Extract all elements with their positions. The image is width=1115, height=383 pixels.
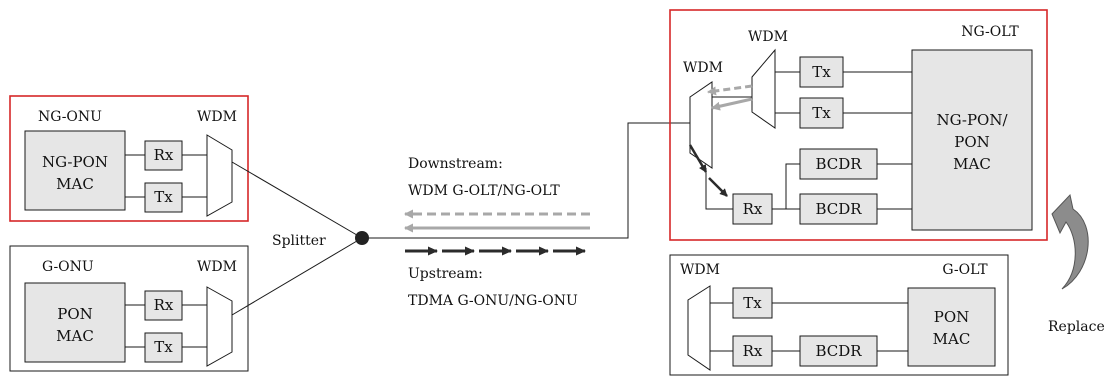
g-olt-mac-label-2: MAC [933,330,971,348]
ng-olt-tx2-block [799,97,844,129]
ng-onu-mac-block [24,130,126,211]
upstream-detail: TDMA G-ONU/NG-ONU [408,293,578,309]
ng-onu-wdm-label: WDM [197,109,237,125]
g-olt-bcdr-label: BCDR [815,342,862,360]
ng-olt-bcdr1-block [799,148,878,180]
g-onu-frame [9,245,249,372]
ng-olt-mac-label-2: PON [954,133,990,151]
ng-onu-title: NG-ONU [38,109,102,125]
downstream-title: Downstream: [408,156,503,172]
g-onu-tx-block [144,332,183,363]
ng-onu-tx-label: Tx [154,188,173,206]
ng-olt-internal-flow-arrows [688,84,753,197]
ng-olt-inner-wdm-filter [689,81,713,169]
g-olt-tx-label: Tx [743,294,762,312]
ng-olt-mac-label-1: NG-PON/ [936,111,1008,129]
g-onu-unit: G-ONU WDM PON MAC Rx Tx [9,245,249,372]
ng-olt-tx2-label: Tx [812,104,831,122]
g-onu-mac-label-1: PON [57,305,93,323]
g-olt-rx-label: Rx [743,342,763,360]
g-onu-tx-label: Tx [154,338,173,356]
ng-olt-outer-wdm-label: WDM [748,29,788,45]
ng-olt-mac-block [911,49,1033,231]
ng-onu-highlight-frame [9,95,249,222]
fiber-to-g-onu [231,237,363,316]
g-olt-wdm-label: WDM [680,262,720,278]
g-olt-mac-block [907,287,996,367]
g-onu-rx-label: Rx [154,296,174,314]
g-olt-bcdr-block [799,335,878,367]
upstream-title: Upstream: [408,266,483,282]
fiber-network: Splitter [231,122,690,316]
ng-onu-mac-label-2: MAC [56,175,94,193]
g-olt-frame [669,254,1009,376]
splitter-label: Splitter [272,233,326,249]
ng-olt-highlight-frame [669,9,1048,241]
ng-olt-rx-label: Rx [743,200,763,218]
replace-label: Replace [1048,319,1105,335]
ng-onu-wdm-filter [206,134,233,217]
traffic-annotations: Downstream: WDM G-OLT/NG-OLT Upstream: T… [404,156,590,309]
g-onu-mac-block [24,282,126,363]
g-olt-title: G-OLT [942,262,988,278]
g-onu-mac-label-2: MAC [56,327,94,345]
ng-olt-rx-block [732,193,773,225]
g-onu-title: G-ONU [42,259,94,275]
replace-curved-arrow-icon [1051,193,1089,290]
g-olt-wdm-filter [687,285,711,371]
ng-olt-bcdr1-label: BCDR [815,155,862,173]
ng-olt-tx1-block [799,56,844,88]
ng-olt-tx1-label: Tx [812,63,831,81]
feeder-fiber [362,122,690,239]
ng-onu-mac-label-1: NG-PON [42,153,108,171]
g-onu-rx-block [144,290,183,321]
ng-olt-bcdr2-block [799,193,878,225]
ng-onu-rx-label: Rx [154,146,174,164]
splitter-node [355,231,369,245]
ng-olt-bcdr2-label: BCDR [815,200,862,218]
g-olt-unit: WDM G-OLT Tx Rx BCDR PON MAC [669,254,1009,376]
ng-olt-outer-wdm-filter [751,48,776,129]
ng-onu-unit: NG-ONU WDM NG-PON MAC Rx Tx [9,95,249,222]
g-onu-wdm-label: WDM [197,259,237,275]
ng-olt-mac-label-3: MAC [953,155,991,173]
fiber-to-ng-onu [231,161,363,239]
ng-olt-title: NG-OLT [961,24,1019,40]
ng-onu-rx-block [144,140,183,171]
ng-olt-inner-wdm-label: WDM [683,60,723,76]
replace-indicator: Replace [1048,193,1105,335]
downstream-detail: WDM G-OLT/NG-OLT [408,183,560,199]
g-onu-wdm-filter [206,286,233,367]
g-olt-mac-label-1: PON [934,308,970,326]
ng-olt-unit: NG-OLT WDM WDM Tx Tx BCDR BCDR Rx NG-PON… [669,9,1048,241]
